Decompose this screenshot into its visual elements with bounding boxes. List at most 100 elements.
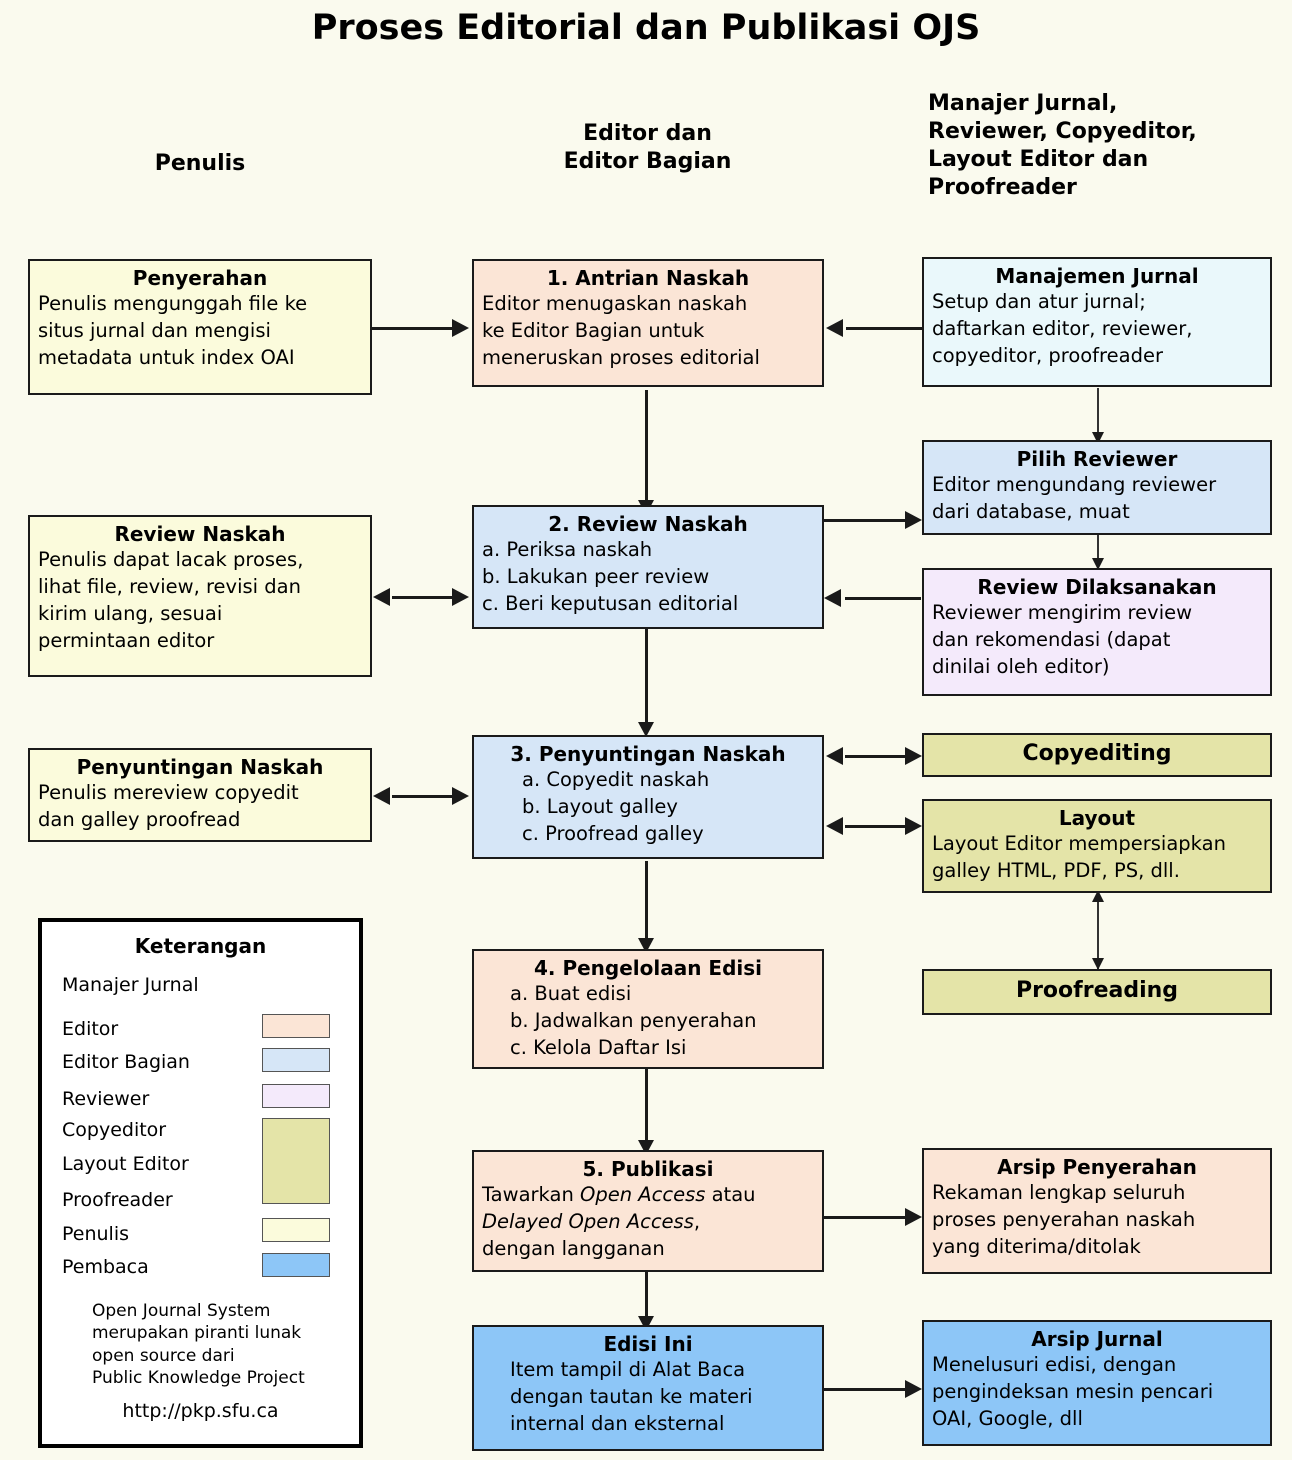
legend-note: Open Journal System merupakan piranti lu…	[92, 1300, 352, 1390]
node-publikasi-line2: Delayed Open Access,	[482, 1209, 814, 1236]
node-penyuntingan-naskah-line3: c. Proofread galley	[522, 821, 704, 845]
arrowhead-down	[638, 722, 654, 737]
connector-layout-proofreading	[1097, 893, 1099, 969]
node-copyediting[interactable]: Copyediting	[922, 733, 1272, 777]
node-penyuntingan-penulis-title: Penyuntingan Naskah	[76, 755, 324, 779]
connector-edisi-to-arsip-jurnal	[824, 1388, 916, 1391]
arrowhead-right	[905, 747, 922, 765]
legend-swatch-reviewer	[262, 1084, 330, 1108]
legend-item-proofreader: Proofreader	[62, 1189, 173, 1211]
node-review-dilaksanakan-line2: dan rekomendasi (dapat	[932, 627, 1171, 651]
node-penyuntingan-naskah[interactable]: 3. Penyuntingan Naskah a. Copyedit naska…	[472, 735, 824, 859]
node-review-dilaksanakan-title: Review Dilaksanakan	[977, 575, 1217, 599]
node-review-naskah-penulis-title: Review Naskah	[114, 522, 286, 546]
connector-penyuntingan-copyediting	[845, 755, 915, 758]
column-heading-editor-line2: Editor Bagian	[563, 149, 732, 175]
connector-publikasi-to-edisi	[645, 1272, 648, 1326]
node-manajemen-jurnal[interactable]: Manajemen Jurnal Setup dan atur jurnal; …	[922, 257, 1272, 387]
node-pilih-reviewer[interactable]: Pilih Reviewer Editor mengundang reviewe…	[922, 440, 1272, 535]
legend-swatch-penulis	[262, 1218, 330, 1242]
node-penyerahan[interactable]: Penyerahan Penulis mengunggah file ke si…	[28, 259, 372, 395]
node-review-dilaksanakan-line1: Reviewer mengirim review	[932, 601, 1193, 624]
node-edisi-ini-title: Edisi Ini	[603, 1332, 693, 1356]
node-pengelolaan-edisi-line2: b. Jadwalkan penyerahan	[510, 1008, 757, 1032]
arrowhead-right	[452, 319, 469, 337]
legend-note-line1: Open Journal System	[92, 1301, 271, 1321]
arrowhead-left	[826, 817, 843, 835]
node-antrian-naskah-line3: meneruskan proses editorial	[482, 345, 760, 369]
node-pengelolaan-edisi-line3: c. Kelola Daftar Isi	[510, 1035, 687, 1059]
node-arsip-penyerahan[interactable]: Arsip Penyerahan Rekaman lengkap seluruh…	[922, 1148, 1272, 1274]
node-arsip-penyerahan-line3: yang diterima/ditolak	[932, 1234, 1141, 1258]
node-publikasi-line2b: ,	[693, 1209, 701, 1233]
node-manajemen-jurnal-line2: daftarkan editor, reviewer,	[932, 316, 1193, 340]
legend-swatch-copyeditor-layout-proofreader	[262, 1118, 330, 1204]
legend-item-editor-bagian: Editor Bagian	[62, 1051, 190, 1073]
node-review-naskah[interactable]: 2. Review Naskah a. Periksa naskah b. La…	[472, 505, 824, 629]
connector-penyerahan-to-antrian	[370, 327, 458, 330]
node-penyuntingan-naskah-title: 3. Penyuntingan Naskah	[510, 742, 786, 766]
node-antrian-naskah[interactable]: 1. Antrian Naskah Editor menugaskan nask…	[472, 259, 824, 387]
node-layout[interactable]: Layout Layout Editor mempersiapkan galle…	[922, 799, 1272, 893]
arrowhead-left	[826, 747, 843, 765]
connector-publikasi-to-arsip	[824, 1216, 916, 1219]
node-publikasi-line1c: atau	[705, 1183, 756, 1206]
node-antrian-naskah-line2: ke Editor Bagian untuk	[482, 318, 705, 342]
legend-swatch-editor	[262, 1014, 330, 1038]
legend-item-copyeditor: Copyeditor	[62, 1119, 167, 1141]
node-arsip-jurnal[interactable]: Arsip Jurnal Menelusuri edisi, dengan pe…	[922, 1320, 1272, 1446]
connector-penyuntingan-layout	[845, 825, 915, 828]
node-pengelolaan-edisi-title: 4. Pengelolaan Edisi	[533, 956, 763, 980]
legend-item-layout-editor: Layout Editor	[62, 1153, 189, 1175]
node-manajemen-jurnal-line1: Setup dan atur jurnal;	[932, 290, 1146, 313]
arrowhead-down	[1092, 558, 1104, 570]
node-review-dilaksanakan[interactable]: Review Dilaksanakan Reviewer mengirim re…	[922, 568, 1272, 696]
node-proofreading[interactable]: Proofreading	[922, 969, 1272, 1015]
node-penyerahan-line3: metadata untuk index OAI	[38, 345, 295, 369]
node-review-naskah-line1: a. Periksa naskah	[482, 538, 653, 561]
node-proofreading-title: Proofreading	[1015, 977, 1179, 1003]
node-review-naskah-line2: b. Lakukan peer review	[482, 564, 710, 588]
arrowhead-right	[905, 511, 922, 529]
node-publikasi[interactable]: 5. Publikasi Tawarkan Open Access atau D…	[472, 1150, 824, 1272]
legend-note-line2: merupakan piranti lunak	[92, 1323, 302, 1344]
node-manajemen-jurnal-line3: copyeditor, proofreader	[932, 343, 1163, 367]
node-manajemen-jurnal-title: Manajemen Jurnal	[995, 264, 1199, 288]
column-heading-others-line4: Proofreader	[928, 175, 1077, 201]
column-heading-author: Penulis	[30, 150, 370, 178]
legend-note-line4: Public Knowledge Project	[92, 1368, 305, 1389]
connector-antrian-to-review	[645, 390, 648, 504]
node-layout-line1: Layout Editor mempersiapkan	[932, 832, 1226, 855]
node-review-naskah-penulis-line3: kirim ulang, sesuai	[38, 601, 223, 625]
node-publikasi-line1: Tawarkan Open Access atau	[482, 1182, 814, 1209]
node-edisi-ini[interactable]: Edisi Ini Item tampil di Alat Baca denga…	[472, 1325, 824, 1451]
node-antrian-naskah-title: 1. Antrian Naskah	[546, 266, 750, 290]
node-edisi-ini-line1: Item tampil di Alat Baca	[510, 1358, 746, 1381]
node-penyuntingan-penulis-line1: Penulis mereview copyedit	[38, 781, 299, 804]
node-pengelolaan-edisi[interactable]: 4. Pengelolaan Edisi a. Buat edisi b. Ja…	[472, 949, 824, 1069]
arrowhead-left	[373, 787, 390, 805]
node-penyuntingan-naskah-line1: a. Copyedit naskah	[522, 768, 710, 791]
connector-review-author-bidirectional	[392, 596, 458, 599]
node-layout-title: Layout	[1058, 806, 1136, 830]
node-review-naskah-penulis[interactable]: Review Naskah Penulis dapat lacak proses…	[28, 515, 372, 677]
node-penyuntingan-penulis[interactable]: Penyuntingan Naskah Penulis mereview cop…	[28, 748, 372, 842]
connector-review-to-penyuntingan	[645, 629, 648, 725]
node-edisi-ini-line3: internal dan eksternal	[510, 1411, 725, 1435]
connector-penyuntingan-to-pengelolaan	[645, 861, 648, 949]
column-heading-others-line3: Layout Editor dan	[928, 147, 1149, 173]
node-pengelolaan-edisi-line1: a. Buat edisi	[510, 982, 632, 1005]
node-pilih-reviewer-line2: dari database, muat	[932, 499, 1130, 523]
connector-review-dilaksanakan-to-review	[845, 597, 921, 600]
connector-manajemen-to-antrian	[846, 327, 922, 330]
node-arsip-penyerahan-line2: proses penyerahan naskah	[932, 1207, 1196, 1231]
node-review-naskah-penulis-line2: lihat file, review, revisi dan	[38, 574, 301, 598]
legend-url[interactable]: http://pkp.sfu.ca	[122, 1400, 279, 1422]
arrowhead-right	[452, 588, 469, 606]
arrowhead-left	[826, 319, 843, 337]
column-heading-author-label: Penulis	[154, 151, 246, 176]
legend-note-line3: open source dari	[92, 1345, 235, 1366]
node-review-dilaksanakan-line3: dinilai oleh editor)	[932, 654, 1110, 678]
node-pilih-reviewer-line1: Editor mengundang reviewer	[932, 473, 1217, 496]
